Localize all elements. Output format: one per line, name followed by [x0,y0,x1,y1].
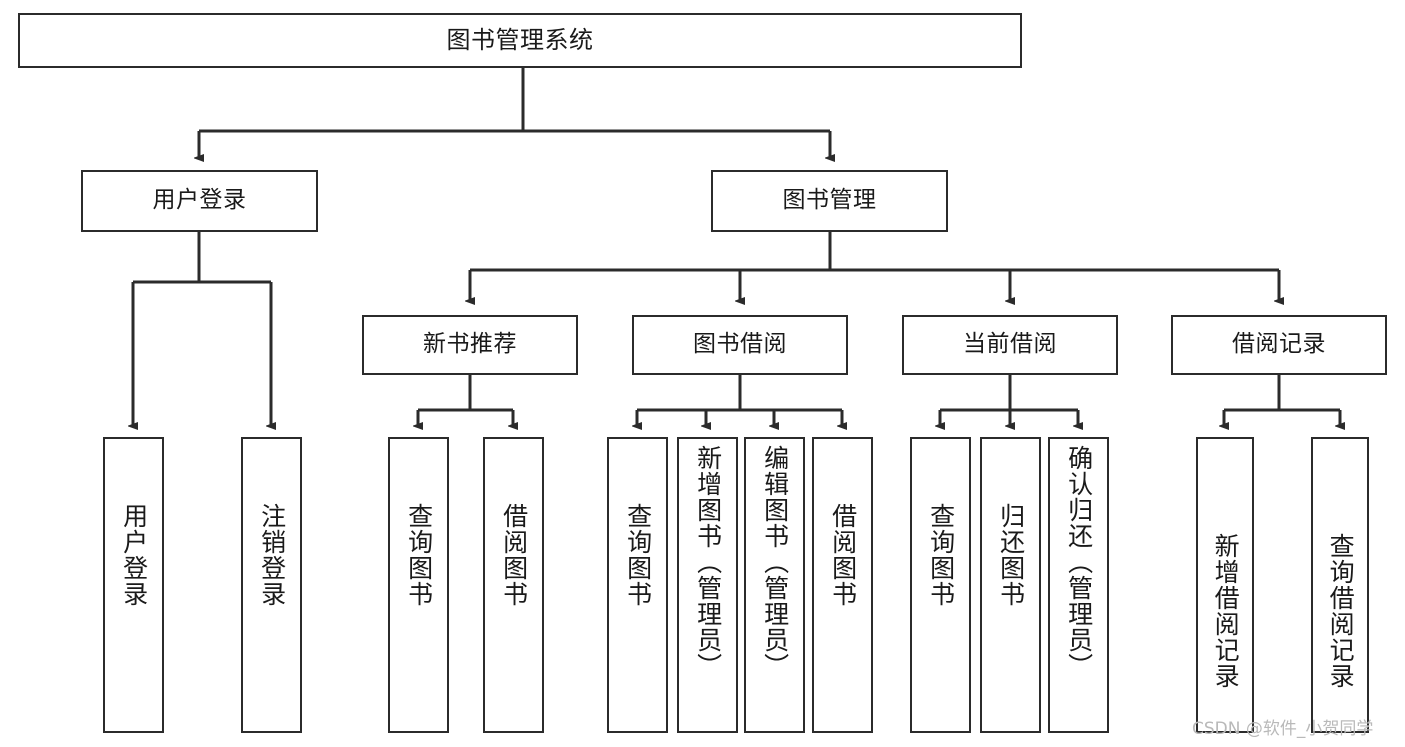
node-leaf-edit-book[interactable]: 编辑图书（管理员） [744,437,805,733]
node-leaf-add-record-label: 新增借阅记录 [1211,533,1241,689]
node-leaf-query-book-2[interactable]: 查询图书 [607,437,668,733]
node-book-manage[interactable]: 图书管理 [711,170,948,232]
node-leaf-query-book-3-label: 查询图书 [926,503,956,607]
node-leaf-add-book[interactable]: 新增图书（管理员） [677,437,738,733]
node-leaf-query-record[interactable]: 查询借阅记录 [1311,437,1369,733]
node-book-borrow-label: 图书借阅 [693,331,787,358]
watermark-text: CSDN @软件_小贺同学 [1192,719,1374,739]
node-borrow-record[interactable]: 借阅记录 [1171,315,1387,375]
node-book-manage-label: 图书管理 [782,187,877,214]
node-leaf-borrow-book-2[interactable]: 借阅图书 [812,437,873,733]
node-leaf-user-login[interactable]: 用户登录 [103,437,164,733]
node-leaf-return-book[interactable]: 归还图书 [980,437,1041,733]
node-leaf-confirm-return-label: 确认归还（管理员） [1064,445,1094,679]
node-new-book-rec-label: 新书推荐 [423,331,517,358]
node-leaf-add-book-label: 新增图书（管理员） [693,445,723,679]
node-root-label: 图书管理系统 [446,26,594,55]
node-leaf-borrow-book-1-label: 借阅图书 [499,503,529,607]
node-leaf-query-book-1-label: 查询图书 [404,503,434,607]
node-leaf-query-book-1[interactable]: 查询图书 [388,437,449,733]
node-leaf-logout-label: 注销登录 [257,503,287,607]
node-borrow-record-label: 借阅记录 [1232,331,1326,358]
node-leaf-query-book-3[interactable]: 查询图书 [910,437,971,733]
node-leaf-query-book-2-label: 查询图书 [623,503,653,607]
node-leaf-query-record-label: 查询借阅记录 [1326,533,1356,689]
node-current-borrow-label: 当前借阅 [963,331,1057,358]
node-leaf-add-record[interactable]: 新增借阅记录 [1196,437,1254,733]
node-new-book-rec[interactable]: 新书推荐 [362,315,578,375]
node-leaf-edit-book-label: 编辑图书（管理员） [760,445,790,679]
node-current-borrow[interactable]: 当前借阅 [902,315,1118,375]
node-leaf-logout[interactable]: 注销登录 [241,437,302,733]
node-leaf-borrow-book-1[interactable]: 借阅图书 [483,437,544,733]
node-leaf-return-book-label: 归还图书 [996,503,1026,607]
node-leaf-user-login-label: 用户登录 [119,503,149,607]
node-leaf-confirm-return[interactable]: 确认归还（管理员） [1048,437,1109,733]
node-root[interactable]: 图书管理系统 [18,13,1022,68]
node-user-login-label: 用户登录 [152,187,247,214]
node-leaf-borrow-book-2-label: 借阅图书 [828,503,858,607]
node-book-borrow[interactable]: 图书借阅 [632,315,848,375]
node-user-login[interactable]: 用户登录 [81,170,318,232]
